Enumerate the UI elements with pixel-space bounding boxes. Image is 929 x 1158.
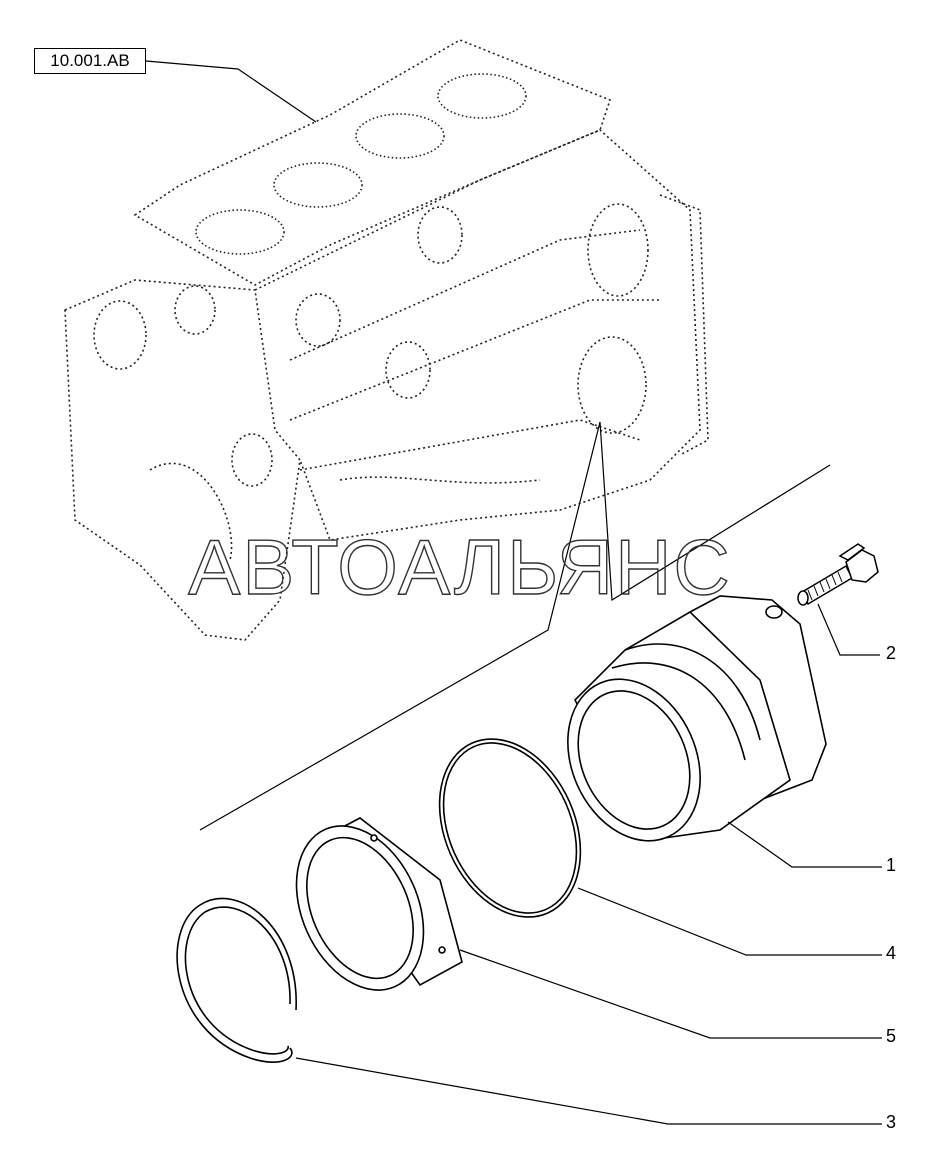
leader-5 [459,949,882,1039]
snap-ring [176,897,297,1063]
leader-1 [727,821,882,868]
bore-leader-left [199,421,601,831]
watermark-text: АВТОАЛЬЯНС [188,528,732,608]
leader-4 [577,887,882,956]
watermark: АВТОАЛЬЯНС [188,528,732,608]
callout-4: 4 [886,943,897,963]
o-ring [438,738,582,918]
callout-1: 1 [886,855,897,875]
callout-5: 5 [886,1026,897,1046]
bolt [797,543,879,606]
reference-leader [145,60,317,123]
bore-leader-right [599,421,831,602]
reference-label: 10.001.AB [34,48,146,74]
leader-3 [295,1057,882,1125]
housing [567,595,827,842]
leader-2 [817,603,880,656]
engine-block [64,39,709,641]
callout-3: 3 [886,1112,897,1132]
callout-2: 2 [886,643,897,663]
sleeve [295,817,463,991]
